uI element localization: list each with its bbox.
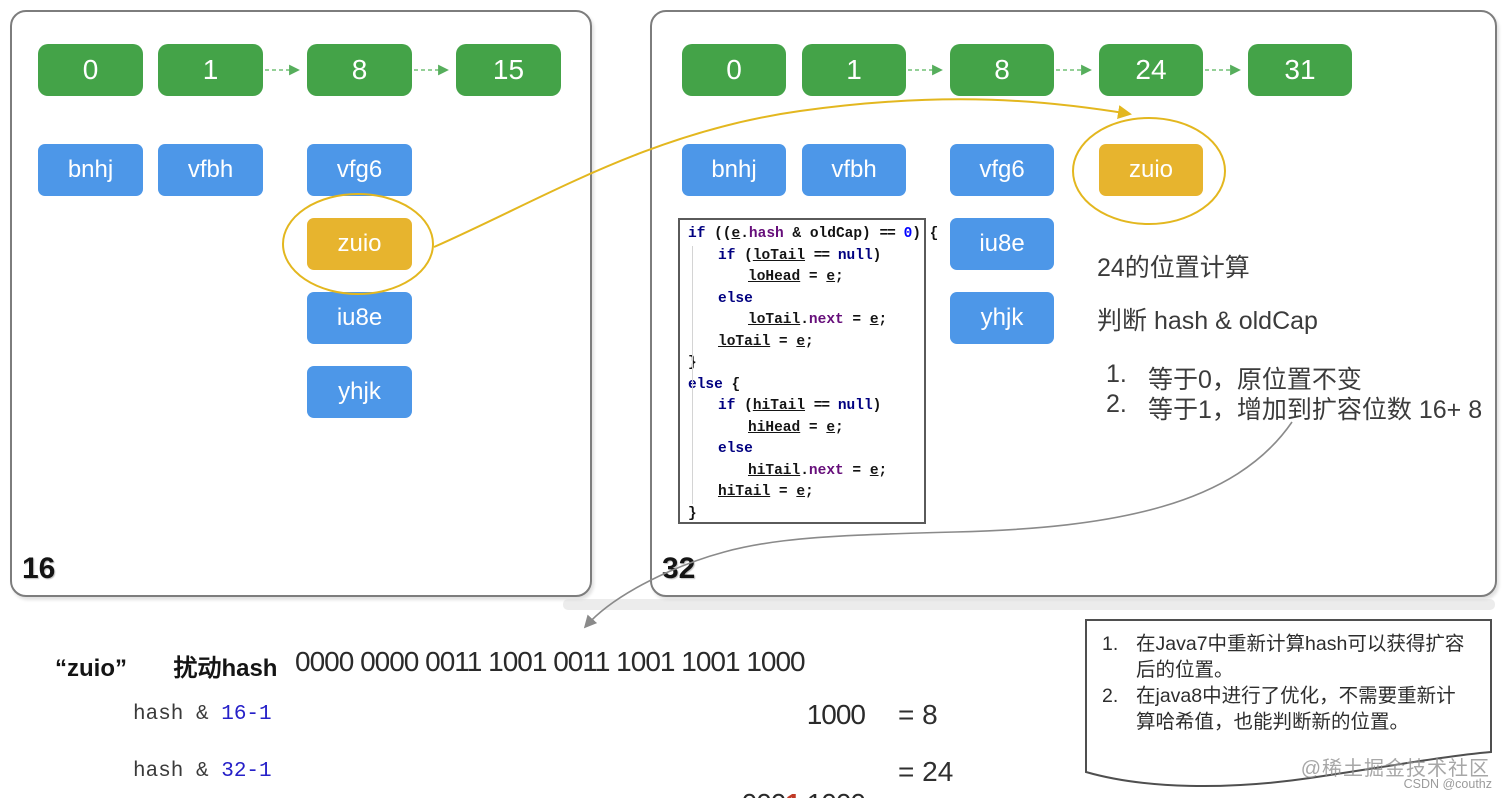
mask-value: 32-1 (221, 760, 272, 783)
entry-node: vfbh (158, 144, 263, 196)
bucket-node: 8 (307, 44, 412, 96)
hash-binary: 0000 0000 0011 1001 0011 1001 1001 1000 (295, 646, 806, 677)
mask32-result: = 24 (898, 756, 954, 787)
expr-text: hash & (133, 703, 222, 726)
capacity-label-new: 32 (662, 552, 696, 585)
entry-node: yhjk (307, 366, 412, 418)
highlighted-entry-node: zuio (307, 218, 412, 270)
code-line: loTail.next = e; (748, 312, 888, 328)
note-item: 2. 在java8中进行了优化，不需要重新计算哈希值，也能判断新的位置。 (1102, 683, 1474, 735)
indent-guide (692, 246, 693, 504)
bucket-node: 24 (1099, 44, 1203, 96)
bucket-node: 15 (456, 44, 561, 96)
mask16-result: = 8 (898, 699, 938, 730)
item-text: 等于0，原位置不变 (1148, 366, 1362, 394)
code-line: if (loTail == null) (718, 247, 882, 264)
code-line: else (718, 290, 753, 307)
entry-node: yhjk (950, 292, 1054, 344)
bucket-node: 1 (802, 44, 906, 96)
entry-node: iu8e (307, 292, 412, 344)
code-line: if ((e.hash & oldCap) == 0) { (688, 226, 939, 242)
capacity-label-old: 16 (22, 552, 56, 585)
entry-node: bnhj (682, 144, 786, 196)
hash-row-label: 扰动hash (173, 655, 278, 682)
new-high-bit: 1 (785, 788, 801, 798)
expr-text: hash & (133, 760, 222, 783)
panel-shadow-band (563, 599, 1495, 610)
annotation-title: 24的位置计算 (1097, 254, 1250, 282)
code-line: } (688, 353, 924, 375)
entry-node: vfbh (802, 144, 906, 196)
entry-node: vfg6 (950, 144, 1054, 196)
item-number: 1. (1106, 360, 1127, 388)
entry-node: iu8e (950, 218, 1054, 270)
code-line: loTail = e; (718, 333, 814, 350)
mask32-expression: hash & 32-1 (133, 760, 272, 783)
highlighted-entry-node: zuio (1099, 144, 1203, 196)
key-name: “zuio” (55, 655, 127, 682)
code-line: hiTail = e; (718, 484, 814, 500)
mask16-expression: hash & 16-1 (133, 703, 272, 726)
annotation-item: 2. 等于1，增加到扩容位数 16+ 8 (1106, 390, 1482, 426)
code-line: else { (688, 376, 741, 393)
item-number: 1. (1102, 633, 1119, 655)
code-lines: if ((e.hash & oldCap) == 0) { if (loTail … (688, 224, 939, 525)
code-line: else (718, 441, 753, 457)
item-text: 在java8中进行了优化，不需要重新计算哈希值，也能判断新的位置。 (1136, 685, 1456, 733)
bucket-node: 0 (682, 44, 786, 96)
binary-prefix: 000 (742, 788, 787, 798)
bucket-node: 31 (1248, 44, 1352, 96)
annotation-subtitle: 判断 hash & oldCap (1097, 307, 1318, 335)
entry-node: bnhj (38, 144, 143, 196)
item-number: 2. (1106, 390, 1127, 418)
mask-value: 16-1 (221, 703, 272, 726)
watermark-csdn: CSDN @couthz (1403, 777, 1492, 791)
item-text: 在Java7中重新计算hash可以获得扩容后的位置。 (1136, 633, 1465, 681)
code-line: hiHead = e; (748, 419, 844, 436)
bucket-node: 0 (38, 44, 143, 96)
entry-node: vfg6 (307, 144, 412, 196)
java-resize-code-snippet: if ((e.hash & oldCap) == 0) { if (loTail … (678, 218, 939, 525)
note-item: 1. 在Java7中重新计算hash可以获得扩容后的位置。 (1102, 631, 1474, 683)
code-line: } (688, 505, 697, 522)
binary-suffix: 1000 (800, 788, 866, 798)
item-text: 等于1，增加到扩容位数 16+ 8 (1148, 396, 1483, 424)
annotation-item: 1. 等于0，原位置不变 (1106, 360, 1362, 396)
old-table-panel (10, 10, 592, 597)
code-line: loHead = e; (748, 269, 844, 285)
mask16-binary: 1000 (806, 699, 866, 730)
item-number: 2. (1102, 685, 1119, 707)
bucket-node: 8 (950, 44, 1054, 96)
note-box-text: 1. 在Java7中重新计算hash可以获得扩容后的位置。 2. 在java8中… (1102, 631, 1474, 735)
bucket-node: 1 (158, 44, 263, 96)
code-line: if (hiTail == null) (718, 398, 882, 414)
code-line: hiTail.next = e; (748, 462, 888, 479)
hash-row: “zuio” 扰动hash (55, 648, 277, 683)
